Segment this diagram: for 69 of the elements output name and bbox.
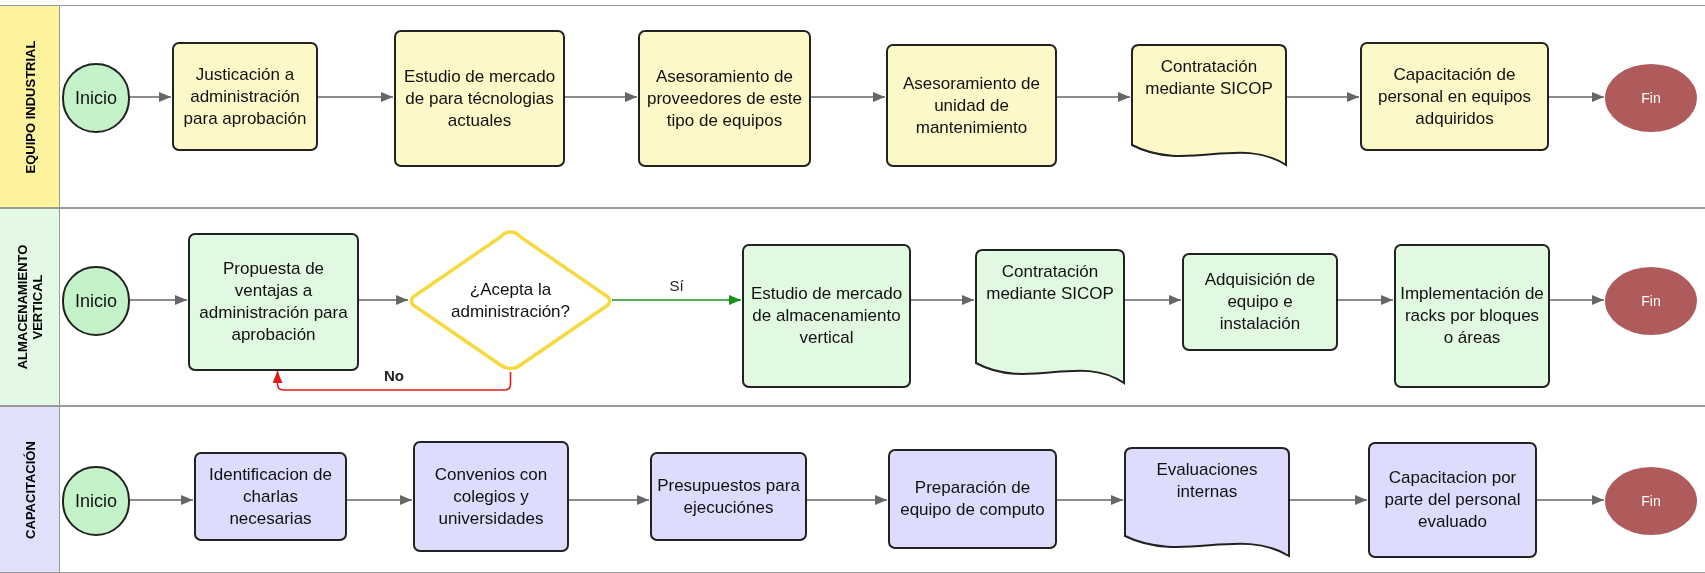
node-label: Implementación de racks por bloques o áreas [1400,284,1544,347]
node-label: Evaluaciones internas [1156,460,1258,501]
lane-title: EQUIPO INDUSTRIAL [22,39,37,175]
document-shape [1131,44,1287,167]
node-label: Presupuestos para ejecuciónes [657,475,800,517]
process-box [1182,253,1338,351]
swimlane [0,5,1705,208]
arrow [1549,295,1605,305]
swimlane [0,406,1705,573]
process-box [394,30,565,167]
arrow [317,92,394,102]
arrow [129,495,194,505]
process-box [650,452,807,541]
arrow [358,295,409,305]
process-box [742,244,911,388]
node-label: Asesoramiento de proveedores de este tipo de equipos [647,66,802,130]
node-label: Inicio [75,289,117,313]
document-shape [1124,447,1290,558]
node-label: Contratación mediante SICOP [1145,57,1273,98]
process-box [194,452,347,541]
arrow [564,92,638,102]
arrow [1548,92,1605,102]
node-label: Capacitación de personal en equipos adquiridos [1377,64,1532,128]
node-label: Identificacion de charlas necesarias [209,464,332,528]
process-box [888,449,1057,549]
process-box [1394,244,1550,388]
node-label: Adquisición de equipo e instalación [1204,270,1316,333]
lane-title: CAPACITACIÓN [22,439,37,541]
arrow [611,295,742,305]
node-label: Fin [1641,291,1661,311]
node-label: Justicación a administración para aprobación [183,64,307,128]
process-box [638,30,811,167]
node-label: Capacitacion por parte del personal evaluado [1384,468,1521,531]
process-box [886,44,1057,167]
node-label: Inicio [75,86,117,110]
node-label: Estudio de mercado de para técnologias actuales [403,66,556,130]
process-box [413,441,569,552]
lane-title: ALMACENAMIENTO VERTICAL [14,243,45,372]
arrow [1056,92,1131,102]
arrow [910,295,975,305]
arrow [568,495,650,505]
arrow [1124,295,1182,305]
process-box [188,233,359,371]
node-label: Preparación de equipo de computo [900,478,1045,519]
decision-diamond [409,229,612,373]
arrow [129,295,188,305]
node-label: Fin [1641,491,1661,511]
node-label: Fin [1641,88,1661,108]
node-label: Convenios con colegios y universidades [434,464,548,528]
arrow [1289,495,1368,505]
arrow [1286,92,1360,102]
node-label: Contratación mediante SICOP [986,262,1114,303]
arrow [129,92,172,102]
document-shape [975,249,1125,385]
process-box [1368,442,1537,558]
process-box [172,42,318,151]
node-label: Propuesta de ventajas a administración para aprobación [199,259,348,344]
arrow [806,495,888,505]
arrow [346,495,413,505]
process-box [1360,42,1549,151]
arrow [1536,495,1605,505]
swimlane [0,208,1705,406]
node-label: Inicio [75,489,117,513]
node-label: ¿Acepta la administración? [450,280,571,321]
node-label: Asesoramiento de unidad de mantenimiento [903,73,1040,137]
arrow [1337,295,1394,305]
arrow [810,92,886,102]
arrow [1056,495,1124,505]
node-label: Estudio de mercado de almacenamiento vertical [750,284,903,347]
